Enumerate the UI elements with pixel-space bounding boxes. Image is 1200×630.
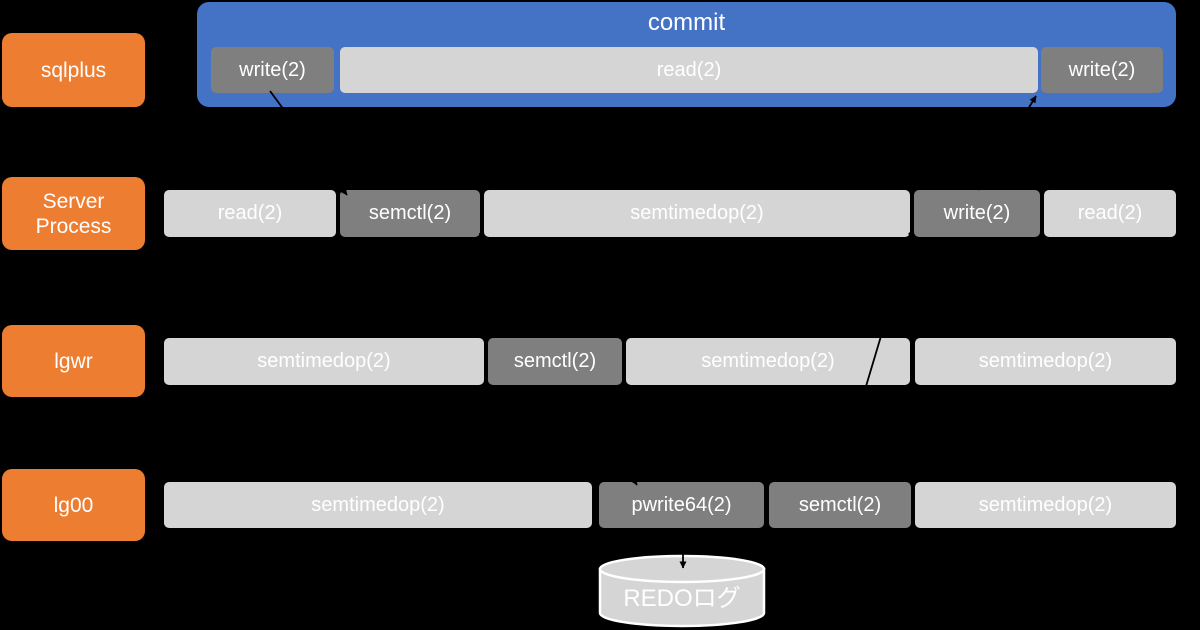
syscall-block: read(2) [1044, 190, 1176, 237]
redo-log-label: REDOログ [623, 585, 740, 612]
syscall-block: semtimedop(2) [915, 338, 1176, 385]
process-label-server-process: Server Process [2, 177, 145, 250]
syscall-block: semctl(2) [488, 338, 622, 385]
arrow-server-semctl-to-lgwr [479, 232, 490, 341]
syscall-block: pwrite64(2) [599, 482, 764, 528]
commit-title: commit [647, 9, 726, 36]
syscall-block: read(2) [340, 47, 1038, 93]
syscall-block: semctl(2) [340, 190, 480, 237]
syscall-block: write(2) [211, 47, 334, 93]
process-label-lg00: lg00 [2, 469, 145, 541]
arrow-lgwr-semctl-to-lg00 [576, 385, 638, 486]
syscall-block: write(2) [914, 190, 1040, 237]
syscall-block: semtimedop(2) [484, 190, 910, 237]
syscall-block: read(2) [164, 190, 336, 237]
syscall-block: semtimedop(2) [915, 482, 1176, 528]
arrow-server-write-to-sqlplus-read-end [977, 95, 1037, 191]
redo-log-cylinder: REDOログ [598, 554, 766, 628]
syscall-block: semtimedop(2) [626, 338, 910, 385]
process-label-sqlplus: sqlplus [2, 33, 145, 107]
cylinder-top [598, 554, 766, 584]
syscall-block: semctl(2) [769, 482, 911, 528]
syscall-block: write(2) [1041, 47, 1163, 93]
cylinder-body [598, 567, 766, 628]
syscall-block: semtimedop(2) [164, 338, 484, 385]
process-label-lgwr: lgwr [2, 325, 145, 397]
syscall-block: semtimedop(2) [164, 482, 592, 528]
